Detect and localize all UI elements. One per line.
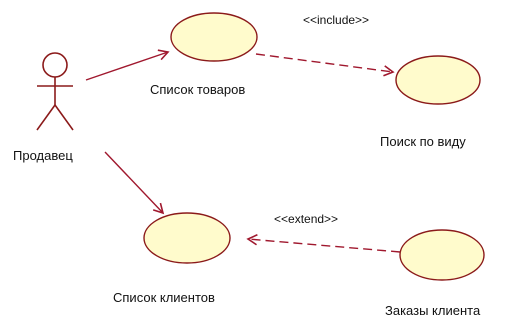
actor-head	[42, 52, 68, 78]
actor-left-leg	[36, 104, 56, 131]
include-relation-line[interactable]	[255, 53, 395, 77]
actor-seller[interactable]	[36, 52, 74, 131]
include-stereotype: <<include>>	[303, 13, 369, 27]
use-case-products[interactable]	[170, 12, 258, 62]
association-products[interactable]	[85, 49, 170, 81]
use-case-orders-label: Заказы клиента	[385, 303, 481, 318]
use-case-clients[interactable]	[143, 212, 231, 264]
association-clients[interactable]	[104, 151, 165, 215]
extend-relation-line[interactable]	[246, 234, 401, 253]
actor-label: Продавец	[13, 148, 73, 163]
use-case-search-label: Поиск по виду	[380, 134, 466, 149]
extend-stereotype: <<extend>>	[274, 212, 338, 226]
use-case-search[interactable]	[395, 55, 481, 105]
use-case-clients-label: Список клиентов	[113, 290, 215, 305]
use-case-products-label: Список товаров	[150, 82, 245, 97]
actor-right-leg	[54, 104, 74, 131]
use-case-orders[interactable]	[399, 229, 485, 281]
